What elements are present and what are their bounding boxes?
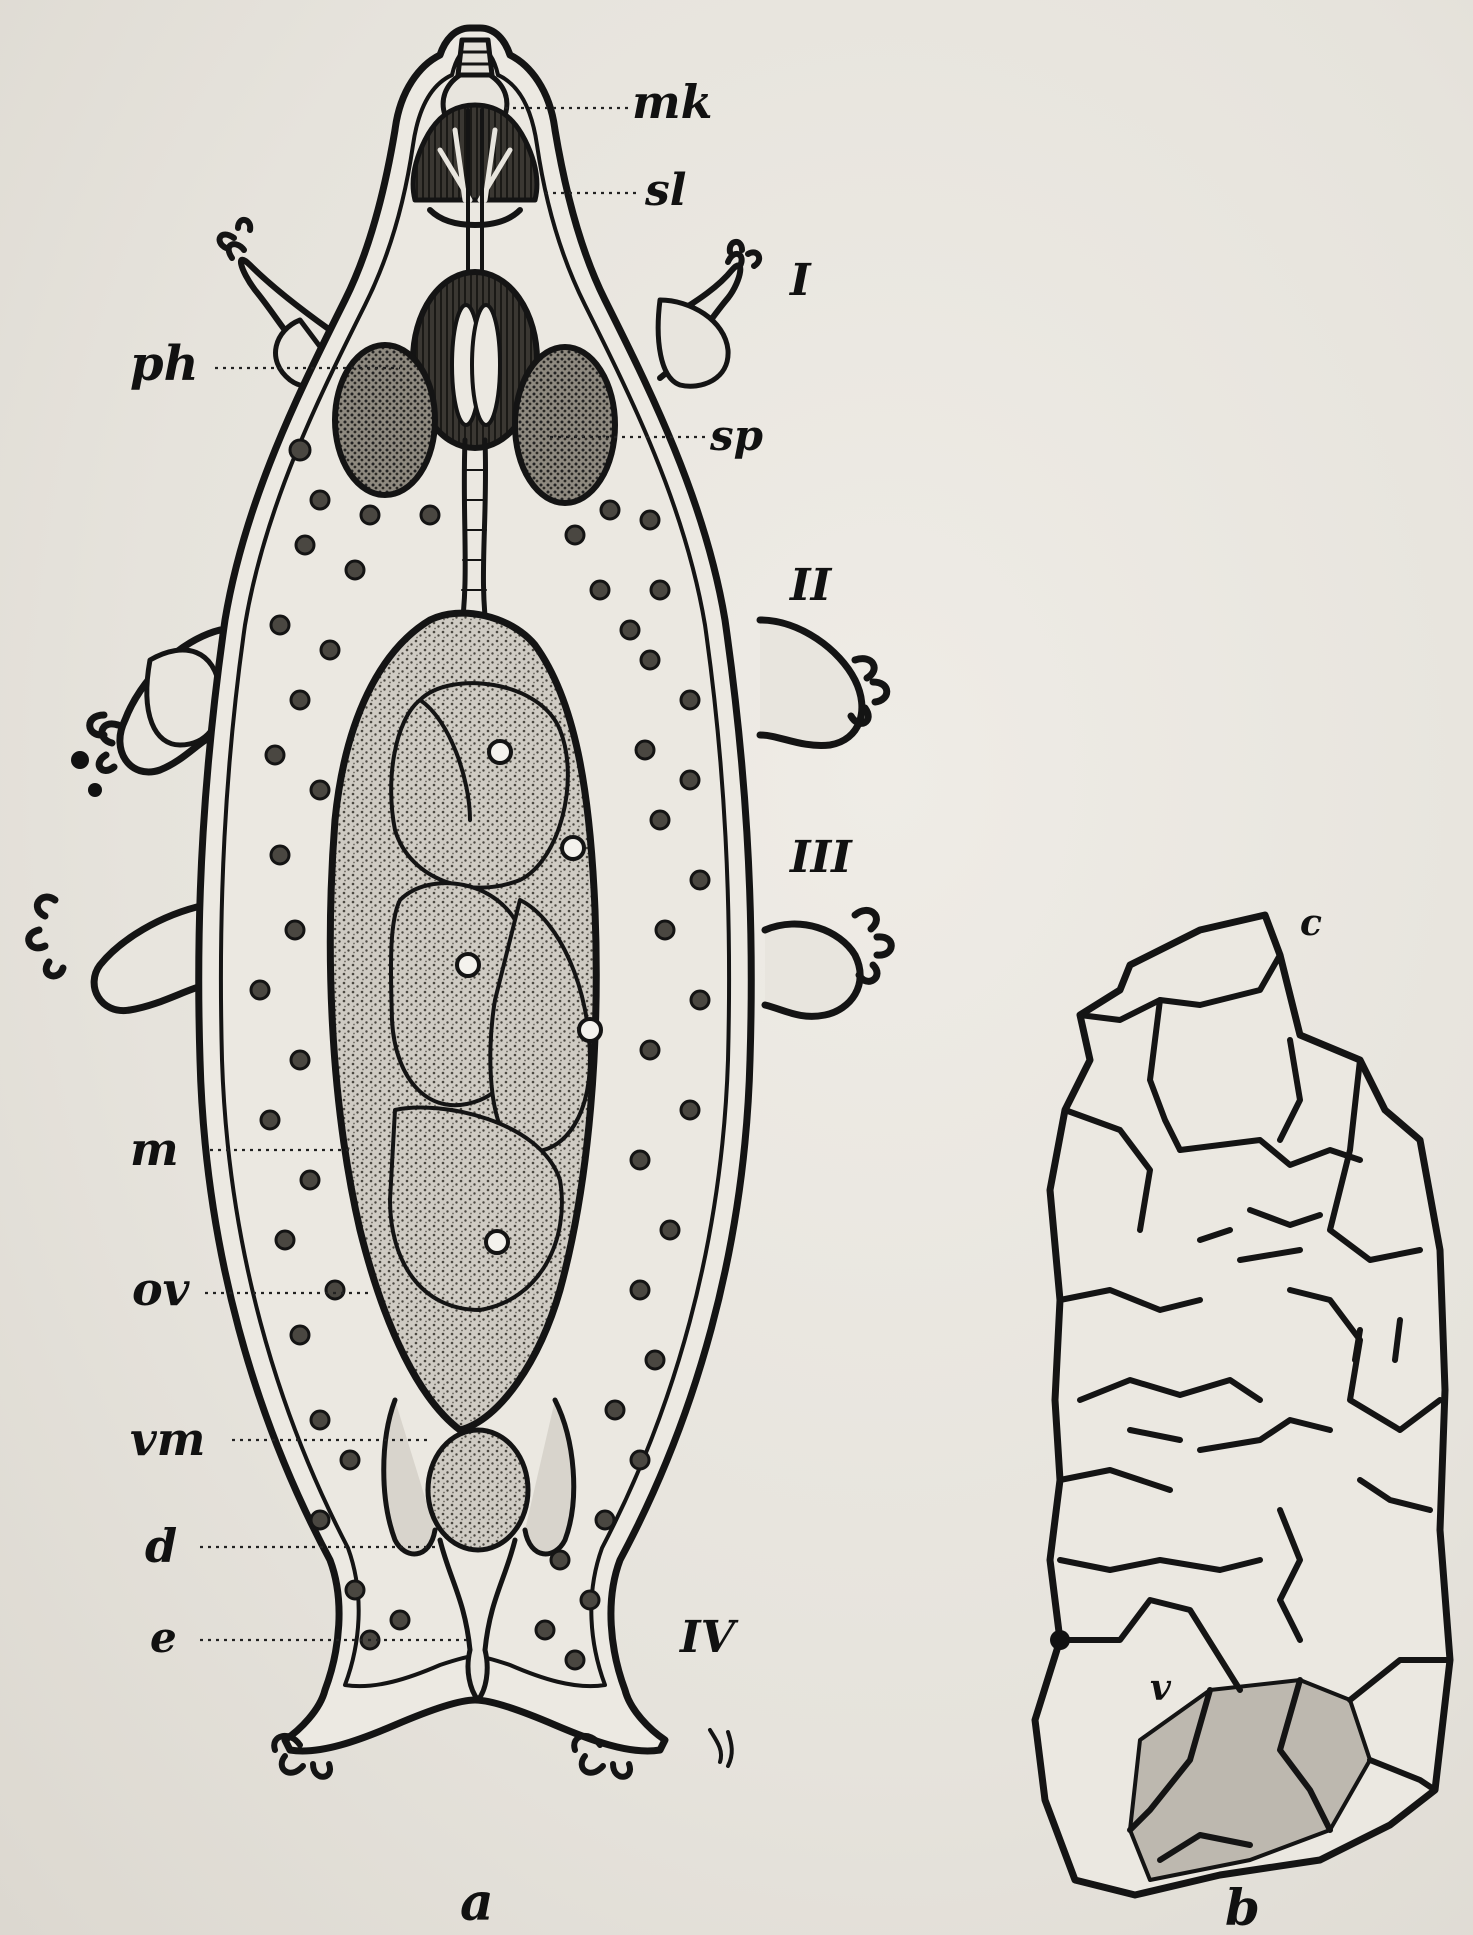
label-sl: sl xyxy=(644,165,687,216)
tardigrade-drawing xyxy=(29,28,892,1777)
caption-a: a xyxy=(460,1872,494,1933)
segment-numeral-4: IV xyxy=(678,1612,739,1663)
salivary-gland-right xyxy=(515,347,615,503)
segment-numeral-1: I xyxy=(788,255,812,306)
label-mk: mk xyxy=(632,75,713,129)
tun-mark-v: v xyxy=(1150,1667,1172,1709)
label-ph: ph xyxy=(130,336,198,392)
label-d: d xyxy=(145,1519,177,1573)
label-e: e xyxy=(150,1613,177,1662)
label-vm: vm xyxy=(130,1412,205,1466)
label-ov: ov xyxy=(132,1262,191,1316)
segment-numeral-3: III xyxy=(788,832,853,883)
caption-b: b xyxy=(1225,1878,1260,1935)
label-m: m xyxy=(130,1122,179,1176)
tun-mark-c: c xyxy=(1300,902,1322,944)
segment-numeral-2: II xyxy=(788,560,833,611)
tun-drawing xyxy=(1035,915,1450,1895)
rectum xyxy=(428,1430,528,1550)
label-sp: sp xyxy=(709,411,763,460)
ovary xyxy=(390,683,590,1310)
